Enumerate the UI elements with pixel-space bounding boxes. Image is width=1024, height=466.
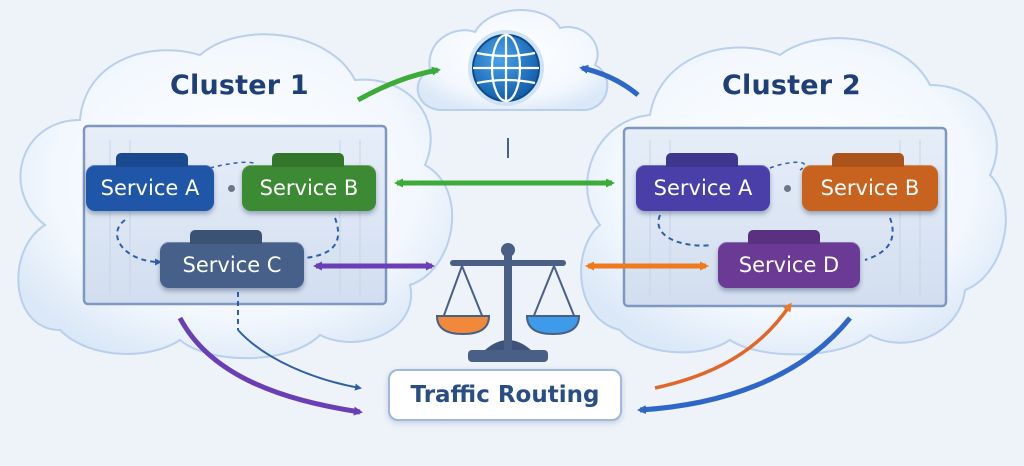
scale-icon [435, 243, 581, 362]
cluster-2-service-b[interactable]: Service B [802, 165, 938, 211]
cluster-1-service-c[interactable]: Service C [160, 242, 304, 288]
service-label: Service A [653, 176, 753, 200]
traffic-routing-box[interactable]: Traffic Routing [388, 369, 622, 421]
service-c-to-routing-thin-arrow [237, 329, 362, 391]
cluster-1-service-b[interactable]: Service B [242, 165, 376, 211]
c1-b-to-c-link [304, 217, 340, 259]
c2-b-to-d-link [864, 217, 894, 261]
service-c-to-routing-purple-arrow [177, 316, 363, 416]
cluster-1-title: Cluster 1 [170, 70, 309, 101]
connector-dot [784, 185, 791, 192]
connector-dot [228, 185, 235, 192]
cluster-2-service-a[interactable]: Service A [636, 165, 770, 211]
service-label: Service C [182, 253, 282, 277]
scale-right-pan [525, 315, 581, 336]
globe-icon [468, 30, 544, 106]
service-d-to-routing-orange-arrow [654, 302, 792, 390]
cluster1-to-globe-arrow [356, 66, 441, 103]
service-label: Service A [100, 176, 200, 200]
cluster-2-title: Cluster 2 [722, 70, 861, 101]
traffic-routing-label: Traffic Routing [410, 382, 600, 408]
service-label: Service B [259, 176, 359, 200]
scale-left-pan [435, 315, 491, 336]
cluster2-to-routing-blue-arrow [637, 316, 852, 415]
c1-a-to-c-link [116, 219, 162, 266]
globe-to-cluster2-arrow [579, 64, 640, 97]
service-label: Service B [820, 176, 920, 200]
cluster-2-service-d[interactable]: Service D [718, 242, 860, 288]
service-label: Service D [738, 253, 840, 277]
c2-a-to-d-link [657, 214, 713, 247]
cluster-1-service-a[interactable]: Service A [86, 165, 214, 211]
